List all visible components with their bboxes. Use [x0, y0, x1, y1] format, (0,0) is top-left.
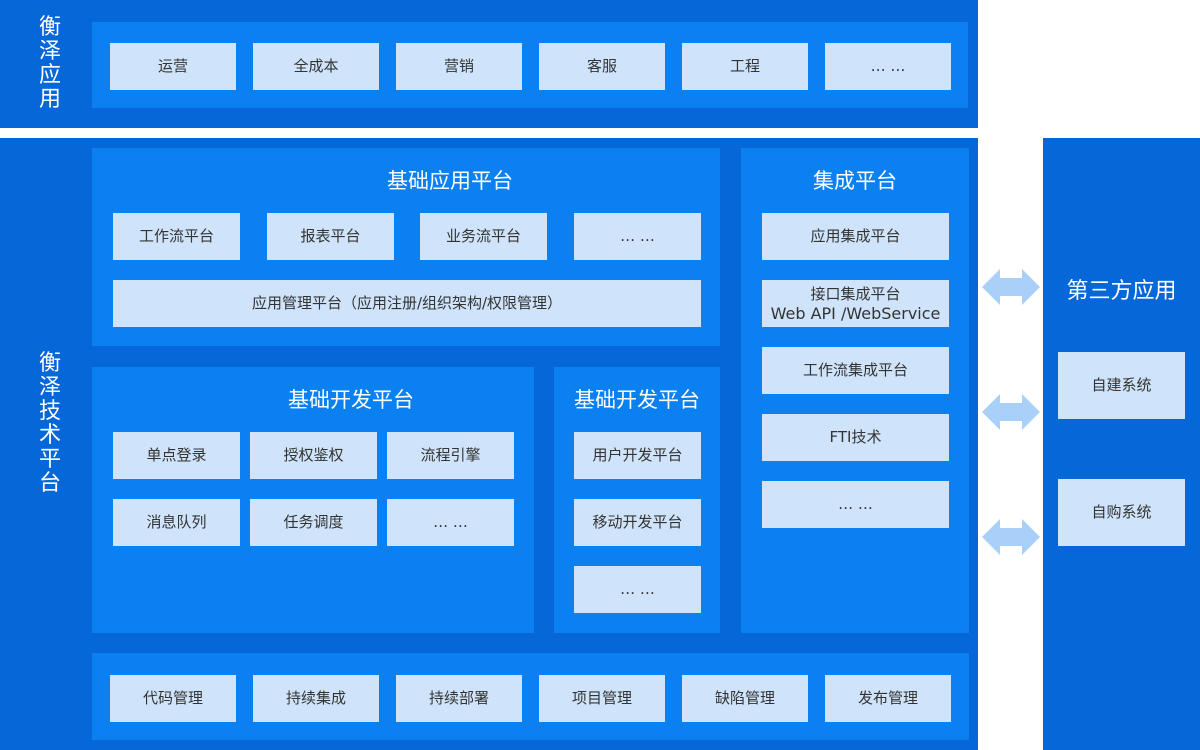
api-integration-box: 接口集成平台 Web API /WebService [762, 280, 949, 327]
fti-box: FTI技术 [762, 414, 949, 461]
api-integration-label: 接口集成平台 [810, 284, 901, 303]
continuous-deployment-box: 持续部署 [396, 675, 522, 722]
task-schedule-box: 任务调度 [250, 499, 377, 546]
user-dev-platform-box: 用户开发平台 [574, 432, 701, 479]
message-queue-box: 消息队列 [113, 499, 240, 546]
project-management-box: 项目管理 [539, 675, 665, 722]
app-box-cost: 全成本 [253, 43, 379, 90]
code-management-box: 代码管理 [110, 675, 236, 722]
basic-dev-right-more-box: … … [574, 566, 701, 613]
workflow-integration-box: 工作流集成平台 [762, 347, 949, 394]
third-party-title: 第三方应用 [1066, 279, 1177, 304]
app-management-platform-box: 应用管理平台（应用注册/组织架构/权限管理） [113, 280, 701, 327]
app-box-marketing: 营销 [396, 43, 522, 90]
tech-band-label: 衡泽技术平台 [38, 351, 61, 496]
report-platform-box: 报表平台 [267, 213, 394, 260]
third-party-band [1043, 138, 1200, 750]
sso-box: 单点登录 [113, 432, 240, 479]
double-arrow-icon [982, 517, 1040, 557]
self-built-system-box: 自建系统 [1058, 352, 1185, 419]
integration-platform-title: 集成平台 [813, 169, 897, 193]
app-box-more: … … [825, 43, 951, 90]
purchased-system-box: 自购系统 [1058, 479, 1185, 546]
top-band-label: 衡泽应用 [38, 15, 61, 112]
process-engine-box: 流程引擎 [387, 432, 514, 479]
business-flow-platform-box: 业务流平台 [420, 213, 547, 260]
app-box-service: 客服 [539, 43, 665, 90]
devops-panel [92, 653, 969, 740]
auth-box: 授权鉴权 [250, 432, 377, 479]
double-arrow-icon [982, 392, 1040, 432]
double-arrow-icon [982, 267, 1040, 307]
app-box-engineering: 工程 [682, 43, 808, 90]
basic-dev-platform-right-title: 基础开发平台 [574, 388, 700, 412]
mobile-dev-platform-box: 移动开发平台 [574, 499, 701, 546]
app-integration-box: 应用集成平台 [762, 213, 949, 260]
release-management-box: 发布管理 [825, 675, 951, 722]
app-box-ops: 运营 [110, 43, 236, 90]
basic-app-platform-title: 基础应用平台 [387, 169, 513, 193]
basic-dev-left-more-box: … … [387, 499, 514, 546]
top-apps-panel [92, 22, 968, 108]
top-band: 衡泽应用 运营 全成本 营销 客服 工程 … … [0, 0, 978, 128]
basic-app-more-box: … … [574, 213, 701, 260]
api-integration-sublabel: Web API /WebService [770, 303, 941, 323]
continuous-integration-box: 持续集成 [253, 675, 379, 722]
basic-dev-platform-left-title: 基础开发平台 [288, 388, 414, 412]
defect-management-box: 缺陷管理 [682, 675, 808, 722]
workflow-platform-box: 工作流平台 [113, 213, 240, 260]
integration-more-box: … … [762, 481, 949, 528]
